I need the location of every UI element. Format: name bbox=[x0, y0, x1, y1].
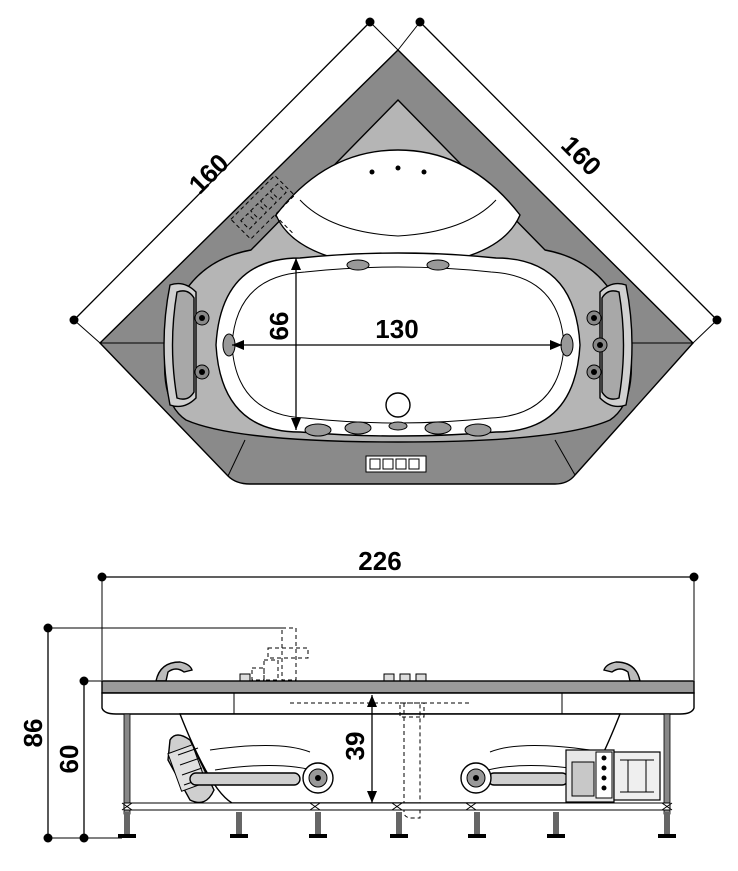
frame-legs bbox=[121, 713, 673, 815]
adjustable-feet bbox=[118, 812, 676, 838]
control-box-icon bbox=[565, 749, 661, 803]
plan-view: 160 160 bbox=[69, 17, 722, 485]
grab-handle-left bbox=[155, 661, 193, 682]
faucet-icon bbox=[230, 174, 296, 240]
dim-label-overall-width: 226 bbox=[358, 546, 401, 576]
dim-label-inner-width: 66 bbox=[264, 312, 294, 341]
drain-icon bbox=[385, 392, 411, 418]
headrest-left-icon bbox=[163, 282, 210, 408]
faucet-icon bbox=[251, 627, 309, 681]
dim-label-right-side: 160 bbox=[555, 130, 607, 182]
basin-shell bbox=[178, 713, 622, 804]
dim-label-left-side: 160 bbox=[183, 148, 235, 200]
elevation-view: 226 86 60 bbox=[18, 546, 699, 843]
jet-icon bbox=[222, 259, 574, 437]
dim-label-rim-height: 60 bbox=[54, 745, 84, 774]
control-panel-icon bbox=[365, 455, 427, 473]
headrest-right-icon bbox=[586, 282, 633, 408]
dim-label-basin-depth: 39 bbox=[340, 732, 370, 761]
dim-label-inner-length: 130 bbox=[375, 314, 418, 344]
dim-line-left-side bbox=[73, 21, 371, 321]
dim-label-overall-height: 86 bbox=[18, 719, 48, 748]
grab-handle-right bbox=[603, 661, 641, 682]
dim-line-right-side bbox=[419, 21, 718, 321]
jet-icon bbox=[302, 762, 492, 794]
deck-slab bbox=[101, 680, 695, 694]
